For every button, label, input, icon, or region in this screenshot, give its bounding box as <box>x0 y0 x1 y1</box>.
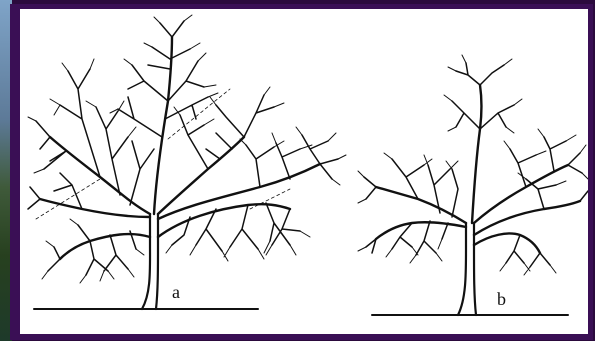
tree-a <box>28 15 346 309</box>
trunk-a <box>142 214 158 309</box>
tree-b-label: b <box>497 290 506 308</box>
tree-illustration <box>20 9 588 334</box>
tree-a-label: a <box>172 283 180 301</box>
secondary-branches-a <box>28 21 338 275</box>
trunk-b <box>458 223 476 315</box>
figure-panel: a b <box>20 9 588 334</box>
scaffold-branches-b <box>376 85 580 253</box>
tree-b <box>358 55 588 315</box>
